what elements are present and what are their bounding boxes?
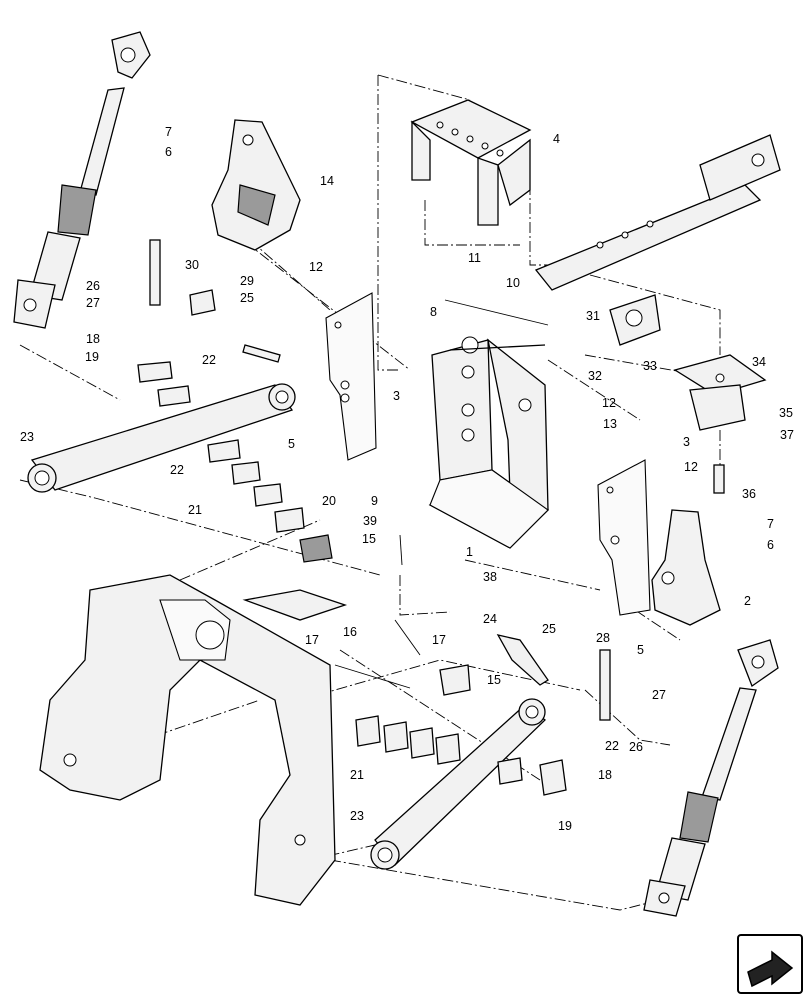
callout: 27 <box>652 688 666 702</box>
callout: 16 <box>343 625 357 639</box>
callout: 22 <box>170 463 184 477</box>
callout: 31 <box>586 309 600 323</box>
side-plate-left <box>325 292 377 461</box>
callout: 37 <box>780 428 794 442</box>
lower-link-right <box>370 698 546 870</box>
callout: 23 <box>350 809 364 823</box>
top-bracket <box>410 99 532 226</box>
callout: 19 <box>85 350 99 364</box>
main-frame <box>428 336 550 549</box>
casting <box>211 119 301 251</box>
callout: 12 <box>309 260 323 274</box>
callout: 39 <box>363 514 377 528</box>
callout: 30 <box>185 258 199 272</box>
callout: 1 <box>466 545 473 559</box>
top-link-left <box>13 31 151 329</box>
mount-plate <box>609 294 661 346</box>
callout: 7 <box>165 125 172 139</box>
lower-link-left <box>27 383 296 493</box>
callout: 26 <box>629 740 643 754</box>
callout: 14 <box>320 174 334 188</box>
callout: 13 <box>603 417 617 431</box>
callout: 28 <box>596 631 610 645</box>
next-page-arrow-icon[interactable] <box>737 934 803 994</box>
callout: 8 <box>430 305 437 319</box>
right-casting <box>651 509 721 626</box>
side-plate-right <box>597 459 651 616</box>
callout: 29 <box>240 274 254 288</box>
callout: 15 <box>362 532 376 546</box>
callout: 36 <box>742 487 756 501</box>
callout: 15 <box>487 673 501 687</box>
callout: 25 <box>542 622 556 636</box>
drawbar <box>534 134 781 291</box>
callout: 22 <box>605 739 619 753</box>
callout: 9 <box>371 494 378 508</box>
callout: 5 <box>637 643 644 657</box>
callout: 35 <box>779 406 793 420</box>
callout: 34 <box>752 355 766 369</box>
hardware <box>137 239 725 796</box>
callout: 5 <box>288 437 295 451</box>
callout: 25 <box>240 291 254 305</box>
callout: 22 <box>202 353 216 367</box>
callout: 17 <box>305 633 319 647</box>
callout: 6 <box>165 145 172 159</box>
callout: 27 <box>86 296 100 310</box>
callout: 21 <box>350 768 364 782</box>
callout: 33 <box>643 359 657 373</box>
callout: 38 <box>483 570 497 584</box>
callout: 12 <box>602 396 616 410</box>
callout: 3 <box>683 435 690 449</box>
swivel-mount <box>673 354 767 431</box>
callout: 4 <box>553 132 560 146</box>
callout: 3 <box>393 389 400 403</box>
callout: 23 <box>20 430 34 444</box>
callout: 26 <box>86 279 100 293</box>
callout: 17 <box>432 633 446 647</box>
callout: 24 <box>483 612 497 626</box>
callout: 2 <box>744 594 751 608</box>
callout: 7 <box>767 517 774 531</box>
callout: 21 <box>188 503 202 517</box>
callouts: 1 2 3 3 4 5 5 6 6 7 7 8 9 10 11 12 12 12… <box>20 125 794 833</box>
callout: 10 <box>506 276 520 290</box>
callout: 11 <box>468 251 481 265</box>
rear-frame <box>39 574 348 906</box>
top-link-right <box>643 639 779 917</box>
callout: 18 <box>86 332 100 346</box>
callout: 19 <box>558 819 572 833</box>
callout: 12 <box>684 460 698 474</box>
callout: 6 <box>767 538 774 552</box>
callout: 32 <box>588 369 602 383</box>
callout: 20 <box>322 494 336 508</box>
callout: 18 <box>598 768 612 782</box>
